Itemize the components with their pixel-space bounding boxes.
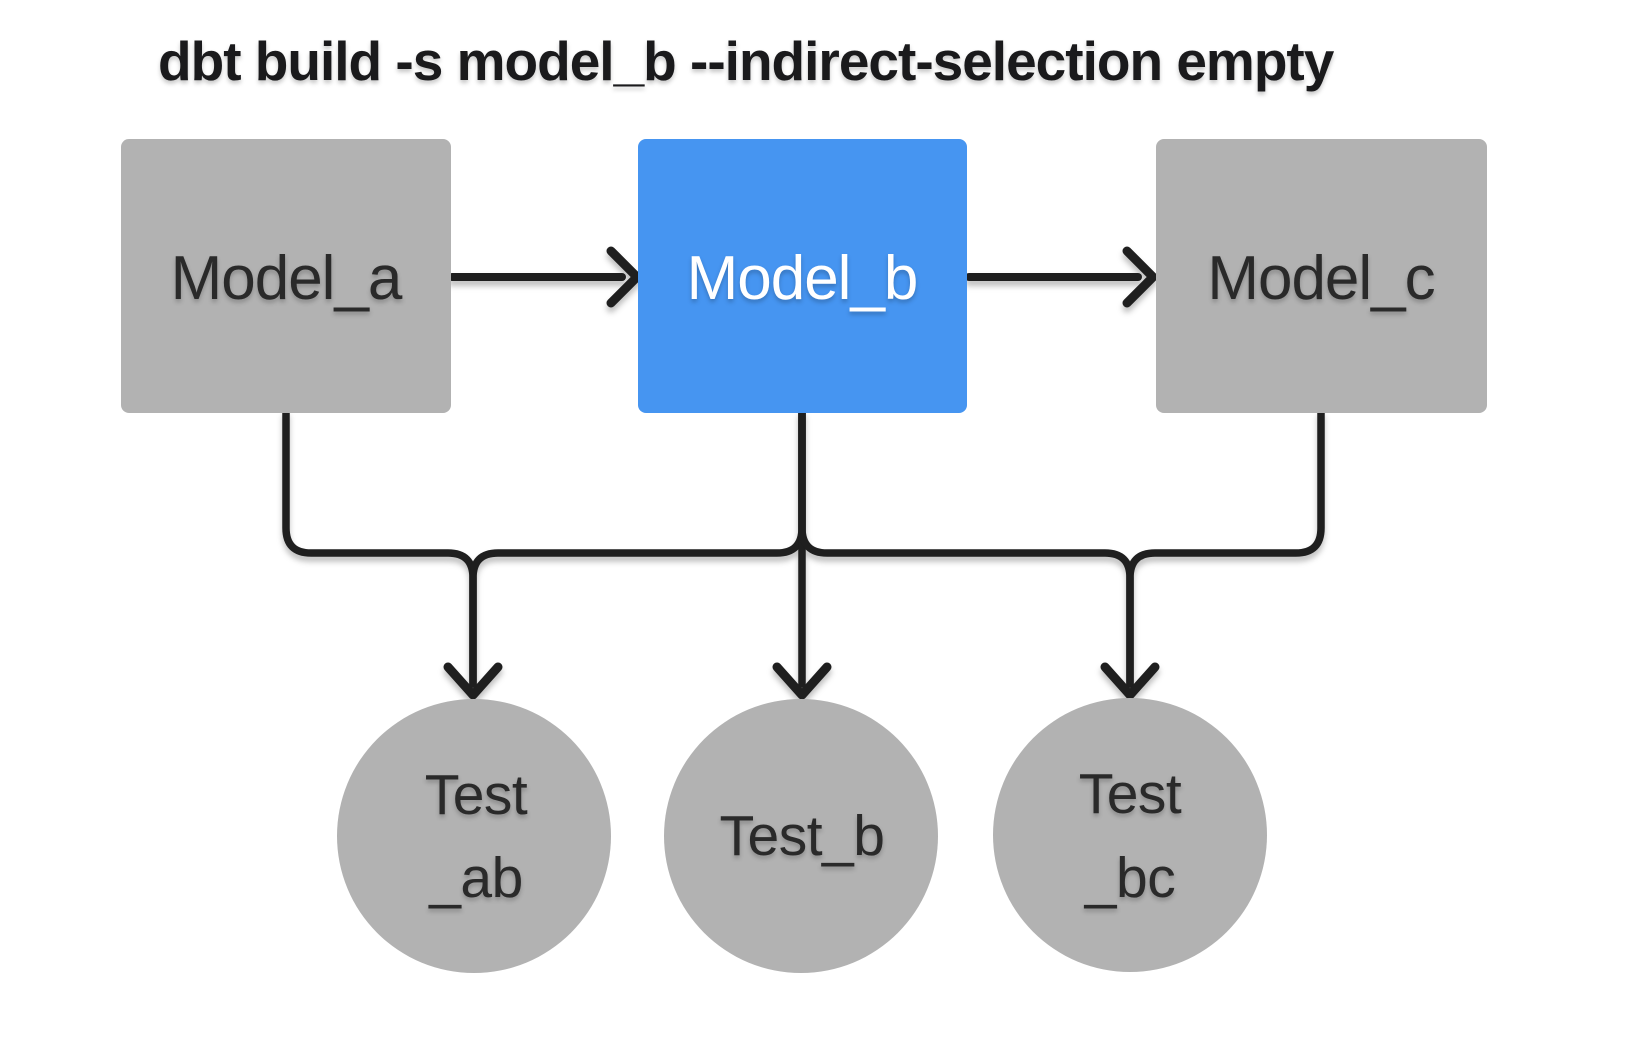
- test_ab-label-line1: Test: [425, 763, 528, 827]
- edge-group: [282, 246, 1325, 700]
- test_ab-label-line2: _ab: [428, 846, 523, 910]
- edge-model_b-test_bc: [798, 409, 1134, 688]
- model_c-label: Model_c: [1207, 244, 1434, 313]
- diagram-title: dbt build -s model_b --indirect-selectio…: [158, 30, 1335, 92]
- edge-model_a-test_ab: [282, 409, 477, 688]
- edge-model_b-test_ab: [469, 409, 806, 688]
- edge-model_c-test_bc: [1126, 409, 1325, 688]
- model_b-label: Model_b: [687, 244, 918, 313]
- arrowhead-down-icon: [772, 662, 832, 700]
- node-model_c: [1156, 139, 1487, 413]
- arrowhead-down-icon: [1100, 662, 1160, 700]
- node-test_b: [664, 699, 938, 973]
- node-group: [121, 139, 1487, 973]
- label-group: dbt build -s model_b --indirect-selectio…: [158, 30, 1436, 910]
- test_b-label: Test_b: [720, 804, 885, 868]
- arrowhead-down-icon: [443, 662, 503, 700]
- node-model_a: [121, 139, 451, 413]
- test_bc-label-line1: Test: [1079, 762, 1182, 826]
- test_bc-label-line2: _bc: [1084, 846, 1175, 910]
- arrowhead-right-icon: [606, 246, 642, 308]
- model_a-label: Model_a: [171, 244, 403, 313]
- node-model_b-selected: [638, 139, 967, 413]
- arrowhead-right-icon: [1122, 246, 1158, 308]
- node-test_bc: [993, 698, 1267, 972]
- node-test_ab: [337, 699, 611, 973]
